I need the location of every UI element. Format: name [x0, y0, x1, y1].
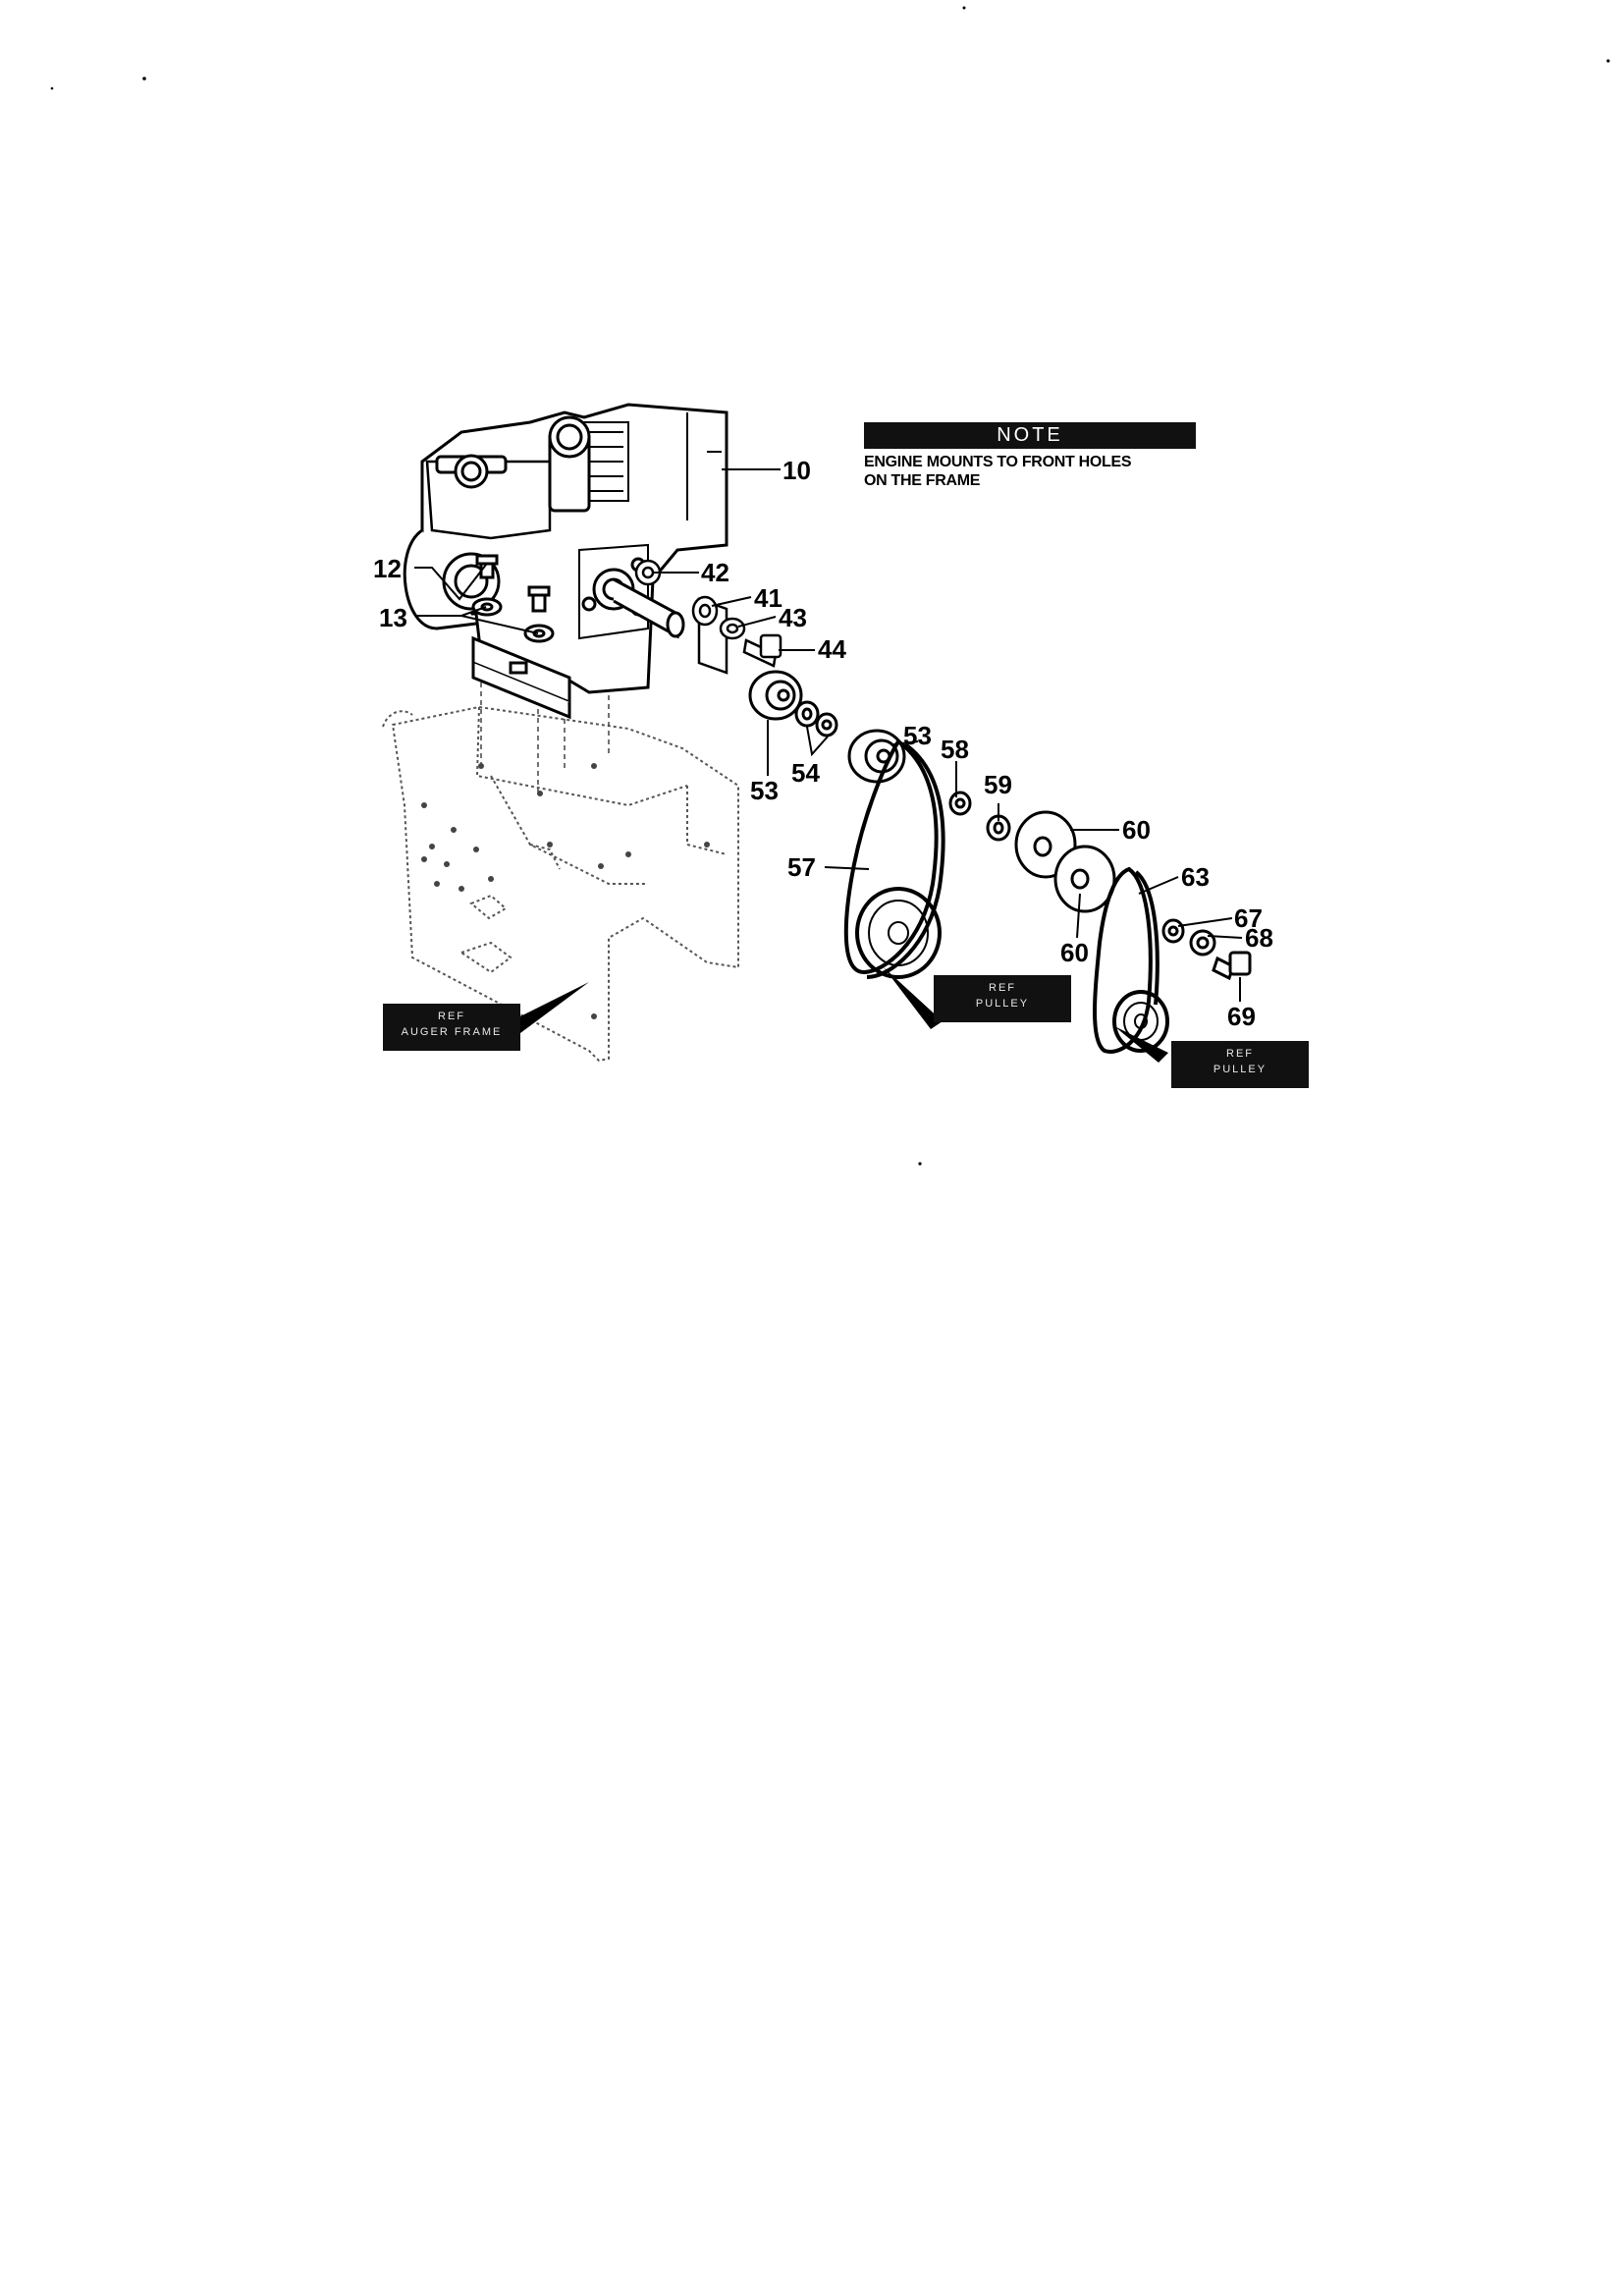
- ref-pulley-tag-2: REF PULLEY: [1171, 1041, 1309, 1088]
- ref-arrows: [511, 967, 1168, 1063]
- auger-frame-drawing: [382, 705, 739, 1063]
- ref-pulley-2-line1: REF: [1226, 1048, 1254, 1060]
- callout-12: 12: [373, 554, 402, 583]
- ref-auger-frame-line1: REF: [438, 1011, 465, 1022]
- ref-auger-frame-line2: AUGER FRAME: [401, 1026, 503, 1038]
- note-text: ENGINE MOUNTS TO FRONT HOLES ON THE FRAM…: [864, 453, 1196, 490]
- callout-67: 67: [1234, 903, 1263, 933]
- callout-59: 59: [984, 770, 1012, 799]
- callout-54: 54: [791, 758, 820, 788]
- callout-43: 43: [779, 603, 807, 632]
- callout-60-bottom: 60: [1060, 938, 1089, 967]
- belt-57: [843, 738, 945, 979]
- ref-pulley-1-line2: PULLEY: [975, 998, 1030, 1010]
- callout-63: 63: [1181, 862, 1210, 892]
- callout-44: 44: [818, 634, 846, 664]
- callout-69: 69: [1227, 1002, 1256, 1031]
- note-line-1: ENGINE MOUNTS TO FRONT HOLES: [864, 454, 1132, 470]
- callout-13: 13: [379, 603, 407, 632]
- callout-41: 41: [754, 583, 782, 613]
- ref-pulley-2-line2: PULLEY: [1213, 1064, 1267, 1075]
- leader-lines: [414, 468, 1243, 1002]
- note-line-2: ON THE FRAME: [864, 472, 981, 489]
- callout-57: 57: [787, 852, 816, 882]
- note-box: NOTE ENGINE MOUNTS TO FRONT HOLES ON THE…: [864, 422, 1196, 490]
- callout-53-left: 53: [750, 776, 779, 805]
- ref-pulley-1-line1: REF: [989, 982, 1016, 994]
- frame-holes: [421, 763, 710, 1019]
- note-heading: NOTE: [864, 422, 1196, 449]
- engine-drawing: [403, 403, 728, 720]
- callout-53-right: 53: [903, 721, 932, 750]
- callout-10: 10: [782, 456, 811, 485]
- callout-42: 42: [701, 558, 729, 587]
- pulley-parts: [748, 670, 1252, 981]
- callout-60-top: 60: [1122, 815, 1151, 845]
- ref-auger-frame-tag: REF AUGER FRAME: [383, 1004, 520, 1051]
- callout-68: 68: [1245, 923, 1273, 953]
- scan-specks: [50, 6, 1610, 1166]
- ref-pulley-tag-1: REF PULLEY: [934, 975, 1071, 1022]
- callout-58: 58: [941, 735, 969, 764]
